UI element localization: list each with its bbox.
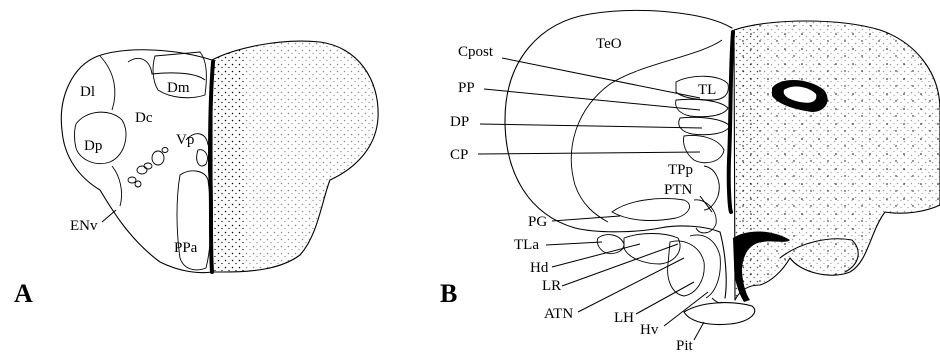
panel-a-lobule bbox=[128, 177, 136, 183]
panel-b-label-dp: DP bbox=[450, 114, 469, 130]
panel-b-dp-leader bbox=[480, 124, 702, 128]
panel-b-label-pp: PP bbox=[458, 80, 475, 96]
panel-b-midline bbox=[729, 32, 733, 212]
panel-b-label-cpost: Cpost bbox=[458, 44, 494, 60]
panel-a-label-dl: Dl bbox=[80, 84, 95, 100]
panel-a-lobule bbox=[152, 151, 164, 165]
panel-b-dp-lobe bbox=[679, 117, 730, 134]
panel-a-label-env: ENv bbox=[70, 218, 98, 234]
panel-b-pg-lobe bbox=[612, 199, 690, 221]
panel-b-label-teo: TeO bbox=[596, 36, 622, 52]
panel-b-pp-leader bbox=[484, 89, 700, 110]
panel-b-hv-leader bbox=[664, 292, 708, 326]
panel-b-pituitary bbox=[684, 303, 755, 325]
panel-b: TeO Cpost TL PP DP CP TPp PTN PG TLa Hd … bbox=[440, 10, 940, 354]
panel-b-cp-leader bbox=[478, 152, 700, 154]
panel-b-label-tpp: TPp bbox=[668, 162, 693, 178]
panel-b-stalk bbox=[712, 298, 722, 303]
panel-b-label-hv: Hv bbox=[640, 322, 659, 338]
panel-b-lr-leader bbox=[562, 244, 678, 286]
panel-b-label-cp: CP bbox=[450, 147, 468, 163]
panel-b-hv-lobe bbox=[690, 235, 720, 298]
panel-b-ventral-outline bbox=[660, 226, 726, 298]
panel-a: Dl Dm Dc Dp Vp ENv PPa A bbox=[14, 41, 378, 308]
panel-b-tla-lobe bbox=[597, 235, 624, 254]
panel-a-dm-dc-boundary bbox=[128, 58, 205, 80]
panel-b-label-pit: Pit bbox=[676, 338, 694, 354]
panel-a-letter: A bbox=[14, 279, 33, 308]
panel-b-atn-leader bbox=[578, 258, 684, 312]
panel-b-pit-leader bbox=[694, 322, 704, 340]
panel-b-label-lr: LR bbox=[542, 278, 561, 294]
panel-b-label-pg: PG bbox=[528, 214, 547, 230]
panel-b-dense-stippling bbox=[734, 21, 940, 300]
panel-a-label-dc: Dc bbox=[135, 110, 153, 126]
panel-b-hd-leader bbox=[552, 244, 640, 267]
panel-a-label-dp: Dp bbox=[84, 138, 102, 154]
panel-a-dl-boundary bbox=[100, 56, 115, 110]
panel-b-cp-lobe bbox=[683, 136, 724, 163]
panel-b-label-atn: ATN bbox=[544, 306, 573, 322]
panel-b-label-tla: TLa bbox=[514, 237, 539, 253]
panel-b-label-lh: LH bbox=[614, 310, 634, 326]
panel-b-label-ptn: PTN bbox=[664, 182, 693, 198]
panel-b-label-hd: Hd bbox=[530, 260, 549, 276]
panel-b-teo-inner bbox=[571, 40, 722, 222]
panel-a-env-leader bbox=[102, 210, 116, 222]
panel-a-lobule bbox=[144, 163, 152, 169]
panel-a-label-ppa: PPa bbox=[174, 240, 198, 256]
panel-b-pg-leader bbox=[552, 216, 620, 221]
panel-b-atn-lobe bbox=[668, 241, 705, 296]
panel-b-tla-leader bbox=[546, 242, 602, 245]
panel-a-env-boundary bbox=[112, 166, 122, 206]
panel-a-label-dm: Dm bbox=[167, 80, 190, 96]
panel-a-stippling bbox=[212, 41, 378, 272]
panel-a-vp-structure bbox=[197, 150, 208, 166]
panel-b-letter: B bbox=[440, 279, 457, 308]
panel-a-lobule bbox=[135, 181, 141, 187]
panel-a-lobule bbox=[162, 148, 168, 153]
panel-b-hd-lobe bbox=[624, 234, 680, 265]
panel-b-label-tl: TL bbox=[698, 82, 716, 98]
panel-a-lobule bbox=[137, 166, 147, 174]
panel-a-label-vp: Vp bbox=[176, 132, 194, 148]
